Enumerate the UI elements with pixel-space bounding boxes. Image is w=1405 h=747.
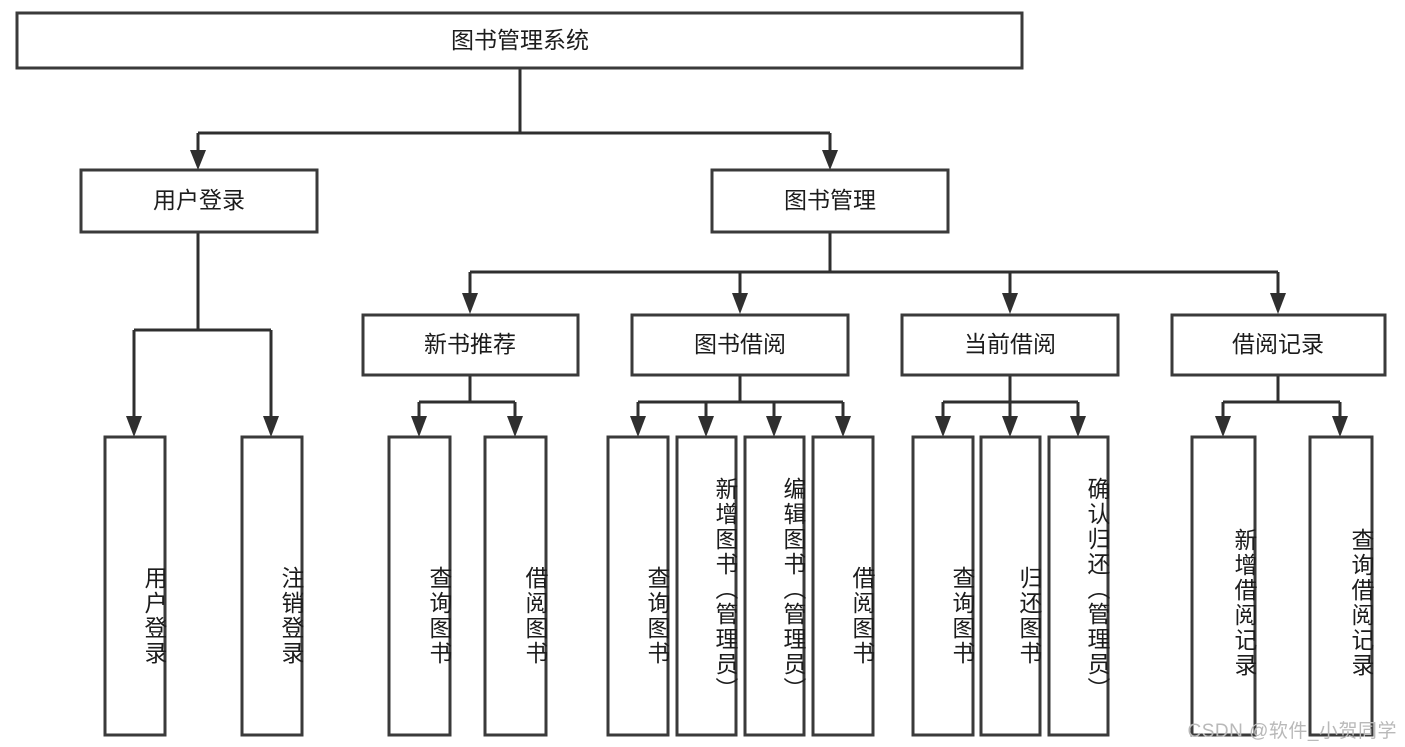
connector-group (126, 68, 1348, 437)
node-box-new-book-recommend[interactable] (361, 313, 580, 377)
node-box-root[interactable] (15, 11, 1024, 70)
arrow-head-leaf-logout-login (263, 416, 279, 437)
arrow-head-new-book-recommend (462, 293, 478, 314)
arrow-head-current-borrow (1002, 293, 1018, 314)
node-box-leaf-return-book[interactable] (979, 435, 1042, 737)
node-box-leaf-borrow-book-1[interactable] (483, 435, 548, 737)
node-box-leaf-edit-book[interactable] (743, 435, 806, 737)
csdn-watermark: CSDN @软件_小贺同学 (1187, 721, 1397, 742)
node-box-leaf-borrow-book-2[interactable] (811, 435, 875, 737)
node-box-borrow-record[interactable] (1170, 313, 1387, 377)
arrow-head-leaf-query-book-3 (935, 416, 951, 437)
node-box-leaf-query-book-1[interactable] (387, 435, 452, 737)
node-box-leaf-query-book-2[interactable] (606, 435, 670, 737)
node-box-leaf-confirm-return[interactable] (1047, 435, 1110, 737)
arrow-head-book-borrow (732, 293, 748, 314)
node-box-book-borrow[interactable] (630, 313, 850, 377)
node-box-user-login[interactable] (79, 168, 319, 234)
arrow-head-borrow-record (1270, 293, 1286, 314)
node-box-leaf-add-record[interactable] (1190, 435, 1257, 737)
arrow-head-leaf-user-login (126, 416, 142, 437)
arrow-head-book-management (822, 150, 838, 170)
arrow-head-leaf-add-record (1215, 416, 1231, 437)
arrow-head-leaf-return-book (1002, 416, 1018, 437)
node-box-leaf-query-record[interactable] (1308, 435, 1374, 737)
arrow-head-user-login (190, 150, 206, 170)
arrow-head-leaf-query-book-2 (630, 416, 646, 437)
node-box-leaf-query-book-3[interactable] (911, 435, 975, 737)
node-label-root: 图书管理系统 (451, 27, 589, 53)
node-box-leaf-logout-login[interactable] (240, 435, 304, 737)
arrow-head-leaf-confirm-return (1070, 416, 1086, 437)
arrow-head-leaf-query-record (1332, 416, 1348, 437)
node-box-leaf-user-login[interactable] (103, 435, 167, 737)
node-label-borrow-record: 借阅记录 (1232, 331, 1324, 357)
arrow-head-leaf-borrow-book-1 (507, 416, 523, 437)
arrow-head-leaf-edit-book (766, 416, 782, 437)
arrow-head-leaf-query-book-1 (411, 416, 427, 437)
node-label-new-book-recommend: 新书推荐 (424, 331, 516, 357)
node-label-current-borrow: 当前借阅 (964, 331, 1056, 357)
node-box-book-management[interactable] (710, 168, 950, 234)
arrow-head-leaf-add-book (698, 416, 714, 437)
node-group: 图书管理系统 用户登录 图书管理 新书推荐 图书借阅 当前借阅 借阅记录 (15, 11, 1387, 737)
node-label-book-borrow: 图书借阅 (694, 331, 786, 357)
arrow-head-leaf-borrow-book-2 (835, 416, 851, 437)
node-box-leaf-add-book[interactable] (675, 435, 738, 737)
node-label-user-login: 用户登录 (153, 187, 245, 213)
node-label-book-management: 图书管理 (784, 187, 876, 213)
node-box-current-borrow[interactable] (900, 313, 1120, 377)
